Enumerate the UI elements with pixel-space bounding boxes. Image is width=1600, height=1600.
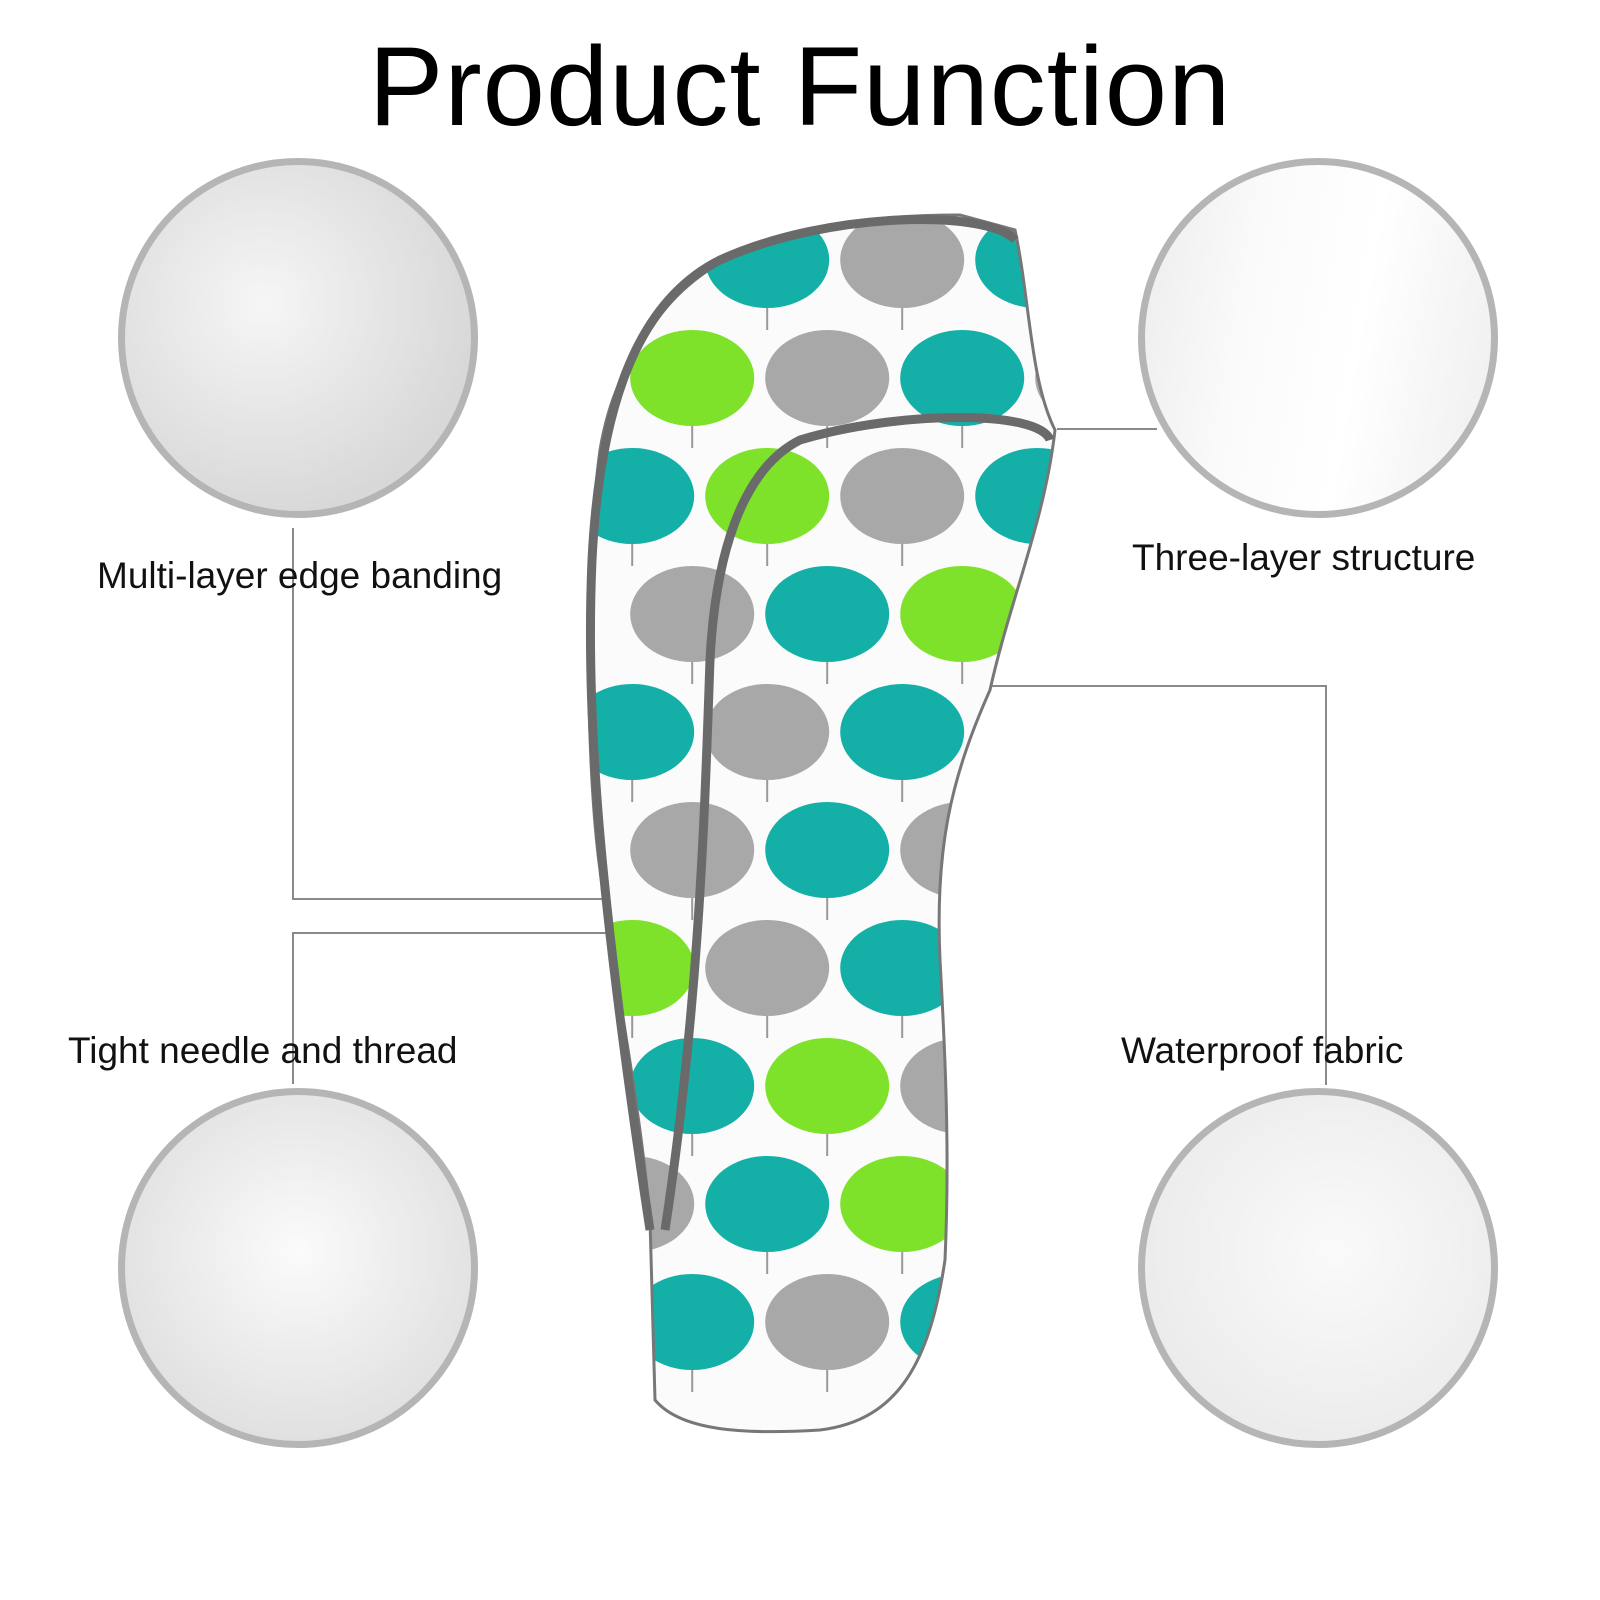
feature-label-three-layer: Three-layer structure [1132,537,1476,578]
pattern-dot [630,802,755,898]
connector-line [292,932,294,1084]
pattern-dot [975,920,1055,1016]
edge-banding-closeup [118,158,478,518]
stitching-closeup [118,1088,478,1448]
pattern-dot [630,1274,755,1370]
pattern-dot [900,566,1025,662]
pattern-dot [765,1038,890,1134]
feature-label-edge-banding: Multi-layer edge banding [97,555,503,596]
connector-line [1057,428,1157,430]
pattern-dot [840,920,965,1016]
pattern-dot [975,448,1055,544]
feature-label-waterproof: Waterproof fabric [1121,1030,1404,1071]
pattern-dot [900,1038,1025,1134]
feature-label-stitching: Tight needle and thread [68,1030,458,1071]
pattern-dot [630,566,755,662]
connector-line [1325,685,1327,1085]
pattern-dot [630,1038,755,1134]
pattern-dot [840,448,965,544]
pattern-dot [765,330,890,426]
pattern-dot [705,920,830,1016]
pattern-dot [588,684,695,780]
pattern-dot [900,802,1025,898]
pattern-dot [705,684,830,780]
page-title: Product Function [368,24,1232,149]
pattern-dot [1035,1274,1055,1370]
pattern-dot [1035,802,1055,898]
pattern-dot [765,1274,890,1370]
pattern-dot [1035,330,1055,426]
pattern-dot [975,684,1055,780]
pattern-dot [765,566,890,662]
pattern-dot [765,802,890,898]
pattern-dot [975,1156,1055,1252]
pattern-dot [1035,1038,1055,1134]
connector-line [292,932,612,934]
connector-line [292,528,294,900]
pattern-dot [840,1156,965,1252]
pattern-dot [588,448,695,544]
pattern-dot [840,215,965,308]
pattern-dot [705,1156,830,1252]
pattern-dot [630,330,755,426]
pattern-dot [840,684,965,780]
edge-trim [660,413,1055,1231]
connector-line [292,898,608,900]
connector-line [928,685,1326,687]
layer-structure-closeup [1138,158,1498,518]
pattern-dot [900,330,1025,426]
pattern-dot [1035,566,1055,662]
waterproof-closeup [1138,1088,1498,1448]
pattern-dot [588,920,695,1016]
edge-trim [585,215,1019,1231]
